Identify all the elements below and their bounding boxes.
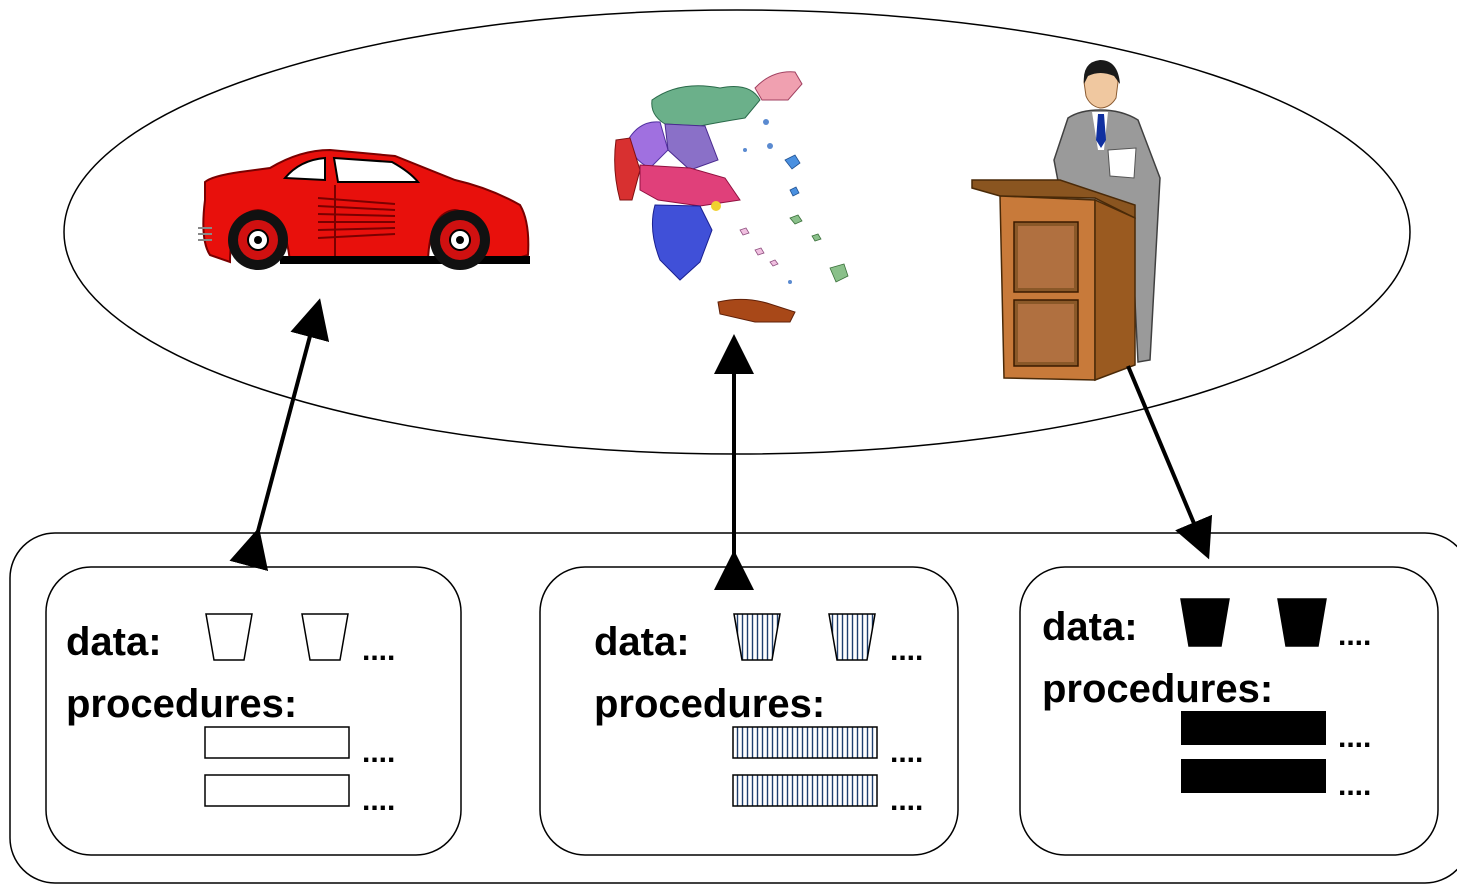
procedures-label-map: procedures:	[594, 682, 826, 726]
procedures-label-car: procedures:	[66, 682, 298, 726]
procedures-label-speaker: procedures:	[1042, 667, 1274, 711]
procedure-shapes-black	[1181, 711, 1326, 793]
procedure-item-shape	[732, 726, 878, 759]
proc-more-car-2: ....	[362, 784, 396, 817]
data-shapes-white	[205, 613, 349, 661]
data-item-shape	[1180, 598, 1230, 647]
data-shapes-hatched	[733, 613, 876, 661]
data-item-shape	[828, 613, 876, 661]
data-item-shape	[301, 613, 349, 661]
procedure-item-shape	[204, 726, 350, 759]
procedure-shapes-hatched	[732, 726, 878, 807]
procedure-item-shape	[732, 774, 878, 807]
speaker-at-podium-icon	[971, 60, 1161, 382]
data-item-shape	[733, 613, 781, 661]
data-shapes-black	[1180, 598, 1327, 647]
procedure-shapes-white	[204, 726, 350, 807]
data-more-car: ....	[362, 634, 396, 667]
data-item-shape	[1277, 598, 1327, 647]
proc-more-map-2: ....	[890, 784, 924, 817]
data-item-shape	[205, 613, 253, 661]
data-label-speaker: data:	[1042, 605, 1138, 649]
proc-more-speaker-2: ....	[1338, 769, 1372, 802]
procedure-item-shape	[1181, 759, 1326, 793]
procedure-item-shape	[1181, 711, 1326, 745]
data-label-car: data:	[66, 620, 162, 664]
data-more-map: ....	[890, 634, 924, 667]
data-label-map: data:	[594, 620, 690, 664]
car-icon	[198, 148, 530, 270]
proc-more-map-1: ....	[890, 736, 924, 769]
data-more-speaker: ....	[1338, 619, 1372, 652]
procedure-item-shape	[204, 774, 350, 807]
arrow-speaker-link	[1126, 365, 1213, 560]
proc-more-car-1: ....	[362, 736, 396, 769]
proc-more-speaker-1: ....	[1338, 721, 1372, 754]
arrow-car-link	[229, 298, 330, 572]
greece-map-icon	[614, 71, 849, 323]
